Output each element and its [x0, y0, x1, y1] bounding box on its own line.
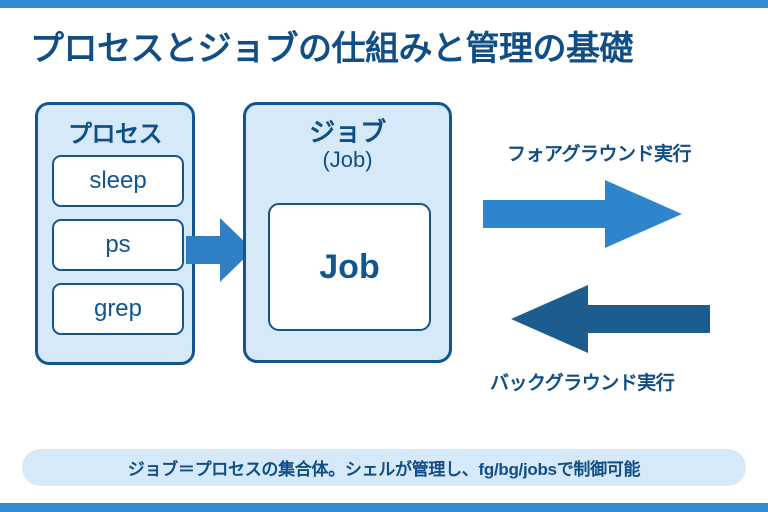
process-panel: プロセス sleep ps grep: [35, 102, 195, 365]
process-item-grep[interactable]: grep: [52, 283, 184, 335]
background-flow-label: バックグラウンド実行: [490, 373, 675, 394]
bottom-accent-bar: [0, 503, 768, 512]
job-panel: ジョブ (Job) Job: [243, 102, 452, 363]
arrow-right-icon: [186, 214, 254, 286]
job-panel-title-en: (Job): [322, 147, 373, 172]
job-panel-title-ja: ジョブ: [309, 117, 386, 147]
arrow-left-icon: [510, 283, 710, 355]
process-panel-title: プロセス: [68, 121, 163, 148]
top-accent-bar: [0, 0, 768, 8]
process-item-ps[interactable]: ps: [52, 219, 184, 271]
arrow-right-icon: [483, 178, 683, 250]
page-title: プロセスとジョブの仕組みと管理の基礎: [30, 30, 634, 68]
process-item-list: sleep ps grep: [52, 155, 184, 335]
footer-banner: ジョブ＝プロセスの集合体。シェルが管理し、fg/bg/jobsで制御可能: [22, 449, 746, 486]
footer-text: ジョブ＝プロセスの集合体。シェルが管理し、fg/bg/jobsで制御可能: [127, 460, 641, 479]
process-item-sleep[interactable]: sleep: [52, 155, 184, 207]
foreground-flow-label: フォアグラウンド実行: [507, 144, 692, 165]
job-inner-box[interactable]: Job: [268, 203, 431, 331]
